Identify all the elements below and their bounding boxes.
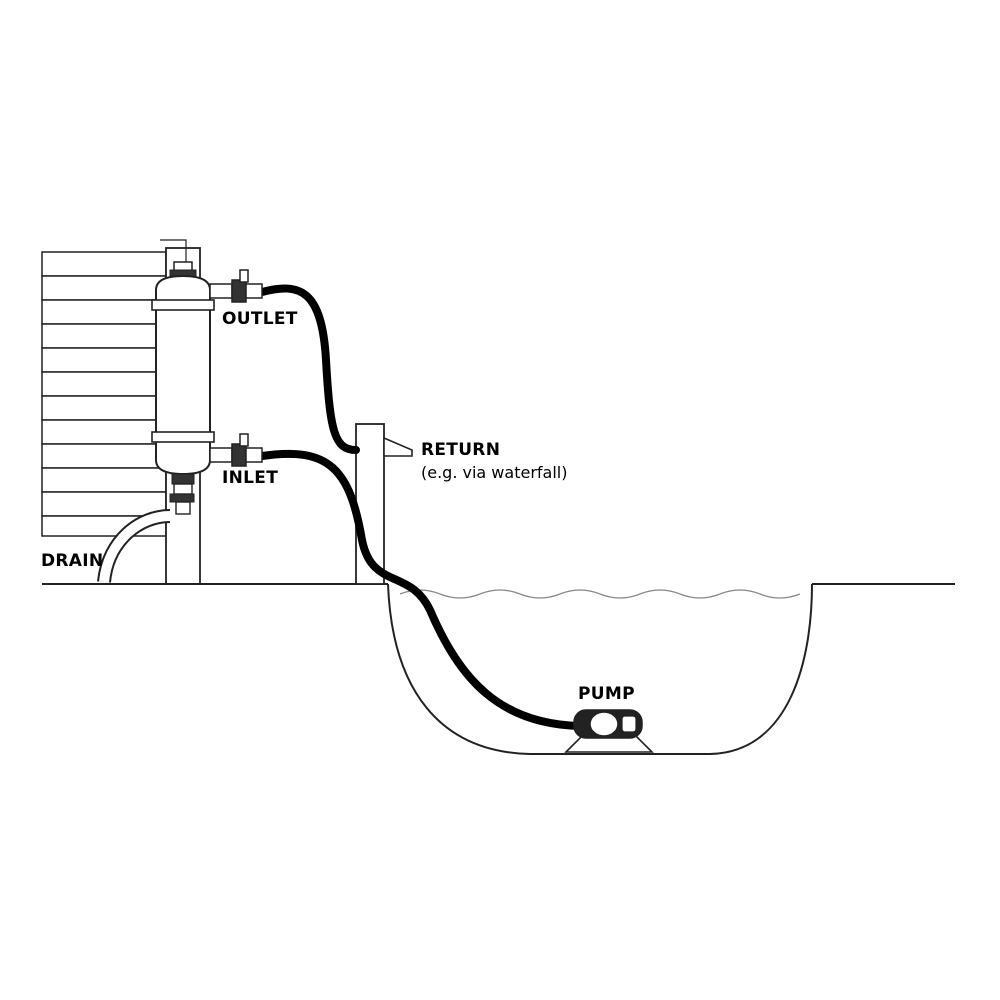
outlet-hose [258,284,360,454]
pond-basin [387,583,813,755]
pump-label: PUMP [578,684,635,704]
return-label: RETURN [421,440,501,460]
outlet-fitting [209,269,263,303]
filter-unit [151,239,215,515]
outlet-label: OUTLET [222,309,298,329]
inlet-fitting [209,433,263,467]
drain-label: DRAIN [41,551,104,571]
water-surface [399,589,801,599]
pump [564,709,654,753]
inlet-label: INLET [222,468,279,488]
return-note-label: (e.g. via waterfall) [421,463,568,482]
inlet-hose [258,449,584,730]
waterfall-spout [383,436,413,457]
wall-siding [41,251,167,537]
